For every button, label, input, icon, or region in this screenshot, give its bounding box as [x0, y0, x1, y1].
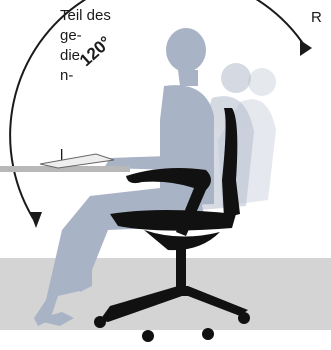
keyboard [40, 154, 114, 168]
arc-arrowhead-bottom [30, 212, 42, 228]
arc-arrowhead-right [300, 40, 312, 56]
